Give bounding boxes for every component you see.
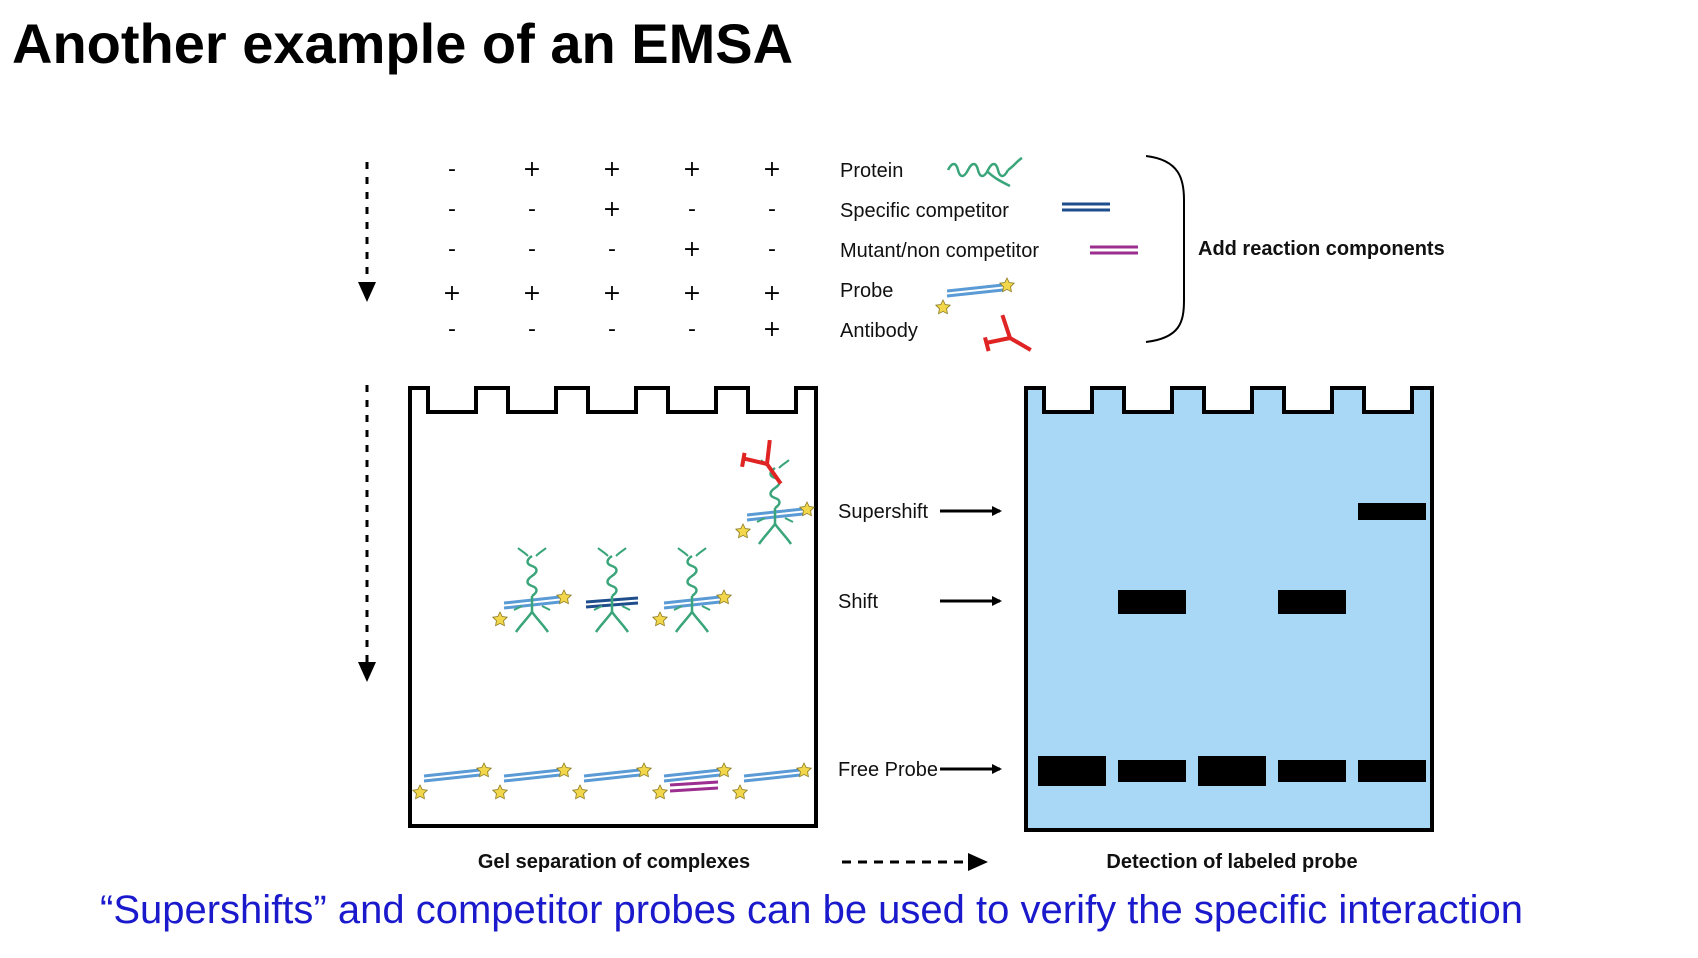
band-free-lane-4 [1278, 760, 1346, 782]
detection-gel-caption: Detection of labeled probe [1106, 851, 1357, 873]
condition-r2-c3: + [603, 197, 621, 222]
condition-r3-c1: - [448, 237, 456, 262]
specific-competitor-icon [1062, 202, 1110, 212]
protein-icon [946, 156, 1024, 188]
condition-r5-c1: - [448, 317, 456, 342]
condition-r5-c2: - [528, 317, 536, 342]
condition-r4-c4: + [683, 281, 701, 306]
separation-gel-contents [411, 434, 816, 801]
antibody-icon [977, 311, 1041, 372]
condition-r2-c4: - [688, 197, 696, 222]
band-free-lane-2 [1118, 760, 1186, 782]
condition-r3-c4: + [683, 237, 701, 262]
detection-bands [1038, 503, 1426, 786]
detection-gel [1024, 386, 1434, 832]
condition-r2-c5: - [768, 197, 776, 222]
slide-title: Another example of an EMSA [12, 12, 794, 75]
row-label-antibody: Antibody [840, 320, 918, 342]
bracket-label: Add reaction components [1198, 238, 1445, 260]
row-label-protein: Protein [840, 160, 903, 182]
condition-r5-c3: - [608, 317, 616, 342]
condition-r1-c5: + [763, 157, 781, 182]
row-label-probe: Probe [840, 280, 893, 302]
shifted-complex-lane-3 [585, 546, 639, 634]
condition-r4-c2: + [523, 281, 541, 306]
condition-r1-c4: + [683, 157, 701, 182]
condition-r3-c5: - [768, 237, 776, 262]
condition-r4-c3: + [603, 281, 621, 306]
band-shift-lane-4 [1278, 590, 1346, 614]
condition-r1-c2: + [523, 157, 541, 182]
band-free-lane-1 [1038, 756, 1106, 786]
condition-r1-c1: - [448, 157, 456, 182]
condition-r4-c1: + [443, 281, 461, 306]
separation-gel-caption: Gel separation of complexes [478, 851, 750, 873]
condition-r5-c5: + [763, 317, 781, 342]
band-supershift-lane-5 [1358, 503, 1426, 520]
reaction-row-labels: Protein Specific competitor Mutant/non c… [840, 160, 1039, 342]
mutant-competitor-icon [1090, 245, 1138, 255]
mutant-competitor-lane-4 [669, 780, 719, 793]
band-shift-lane-2 [1118, 590, 1186, 614]
condition-r2-c1: - [448, 197, 456, 222]
shift-label: Shift [838, 591, 878, 613]
row-label-mutant-competitor: Mutant/non competitor [840, 240, 1039, 262]
supershift-label: Supershift [838, 501, 928, 523]
condition-r3-c2: - [528, 237, 536, 262]
reaction-bracket [1145, 155, 1185, 343]
band-free-lane-3 [1198, 756, 1266, 786]
band-free-lane-5 [1358, 760, 1426, 782]
slide-caption: “Supershifts” and competitor probes can … [100, 888, 1523, 932]
probe-icon [934, 276, 1016, 316]
condition-r2-c2: - [528, 197, 536, 222]
row-label-specific-competitor: Specific competitor [840, 200, 1009, 222]
condition-r1-c3: + [603, 157, 621, 182]
condition-r3-c3: - [608, 237, 616, 262]
condition-r5-c4: - [688, 317, 696, 342]
reaction-condition-grid: - + + + + - - + - - - - - + - + + + + + - - - - + [443, 157, 781, 342]
free-probe-label: Free Probe [838, 759, 938, 781]
condition-r4-c5: + [763, 281, 781, 306]
